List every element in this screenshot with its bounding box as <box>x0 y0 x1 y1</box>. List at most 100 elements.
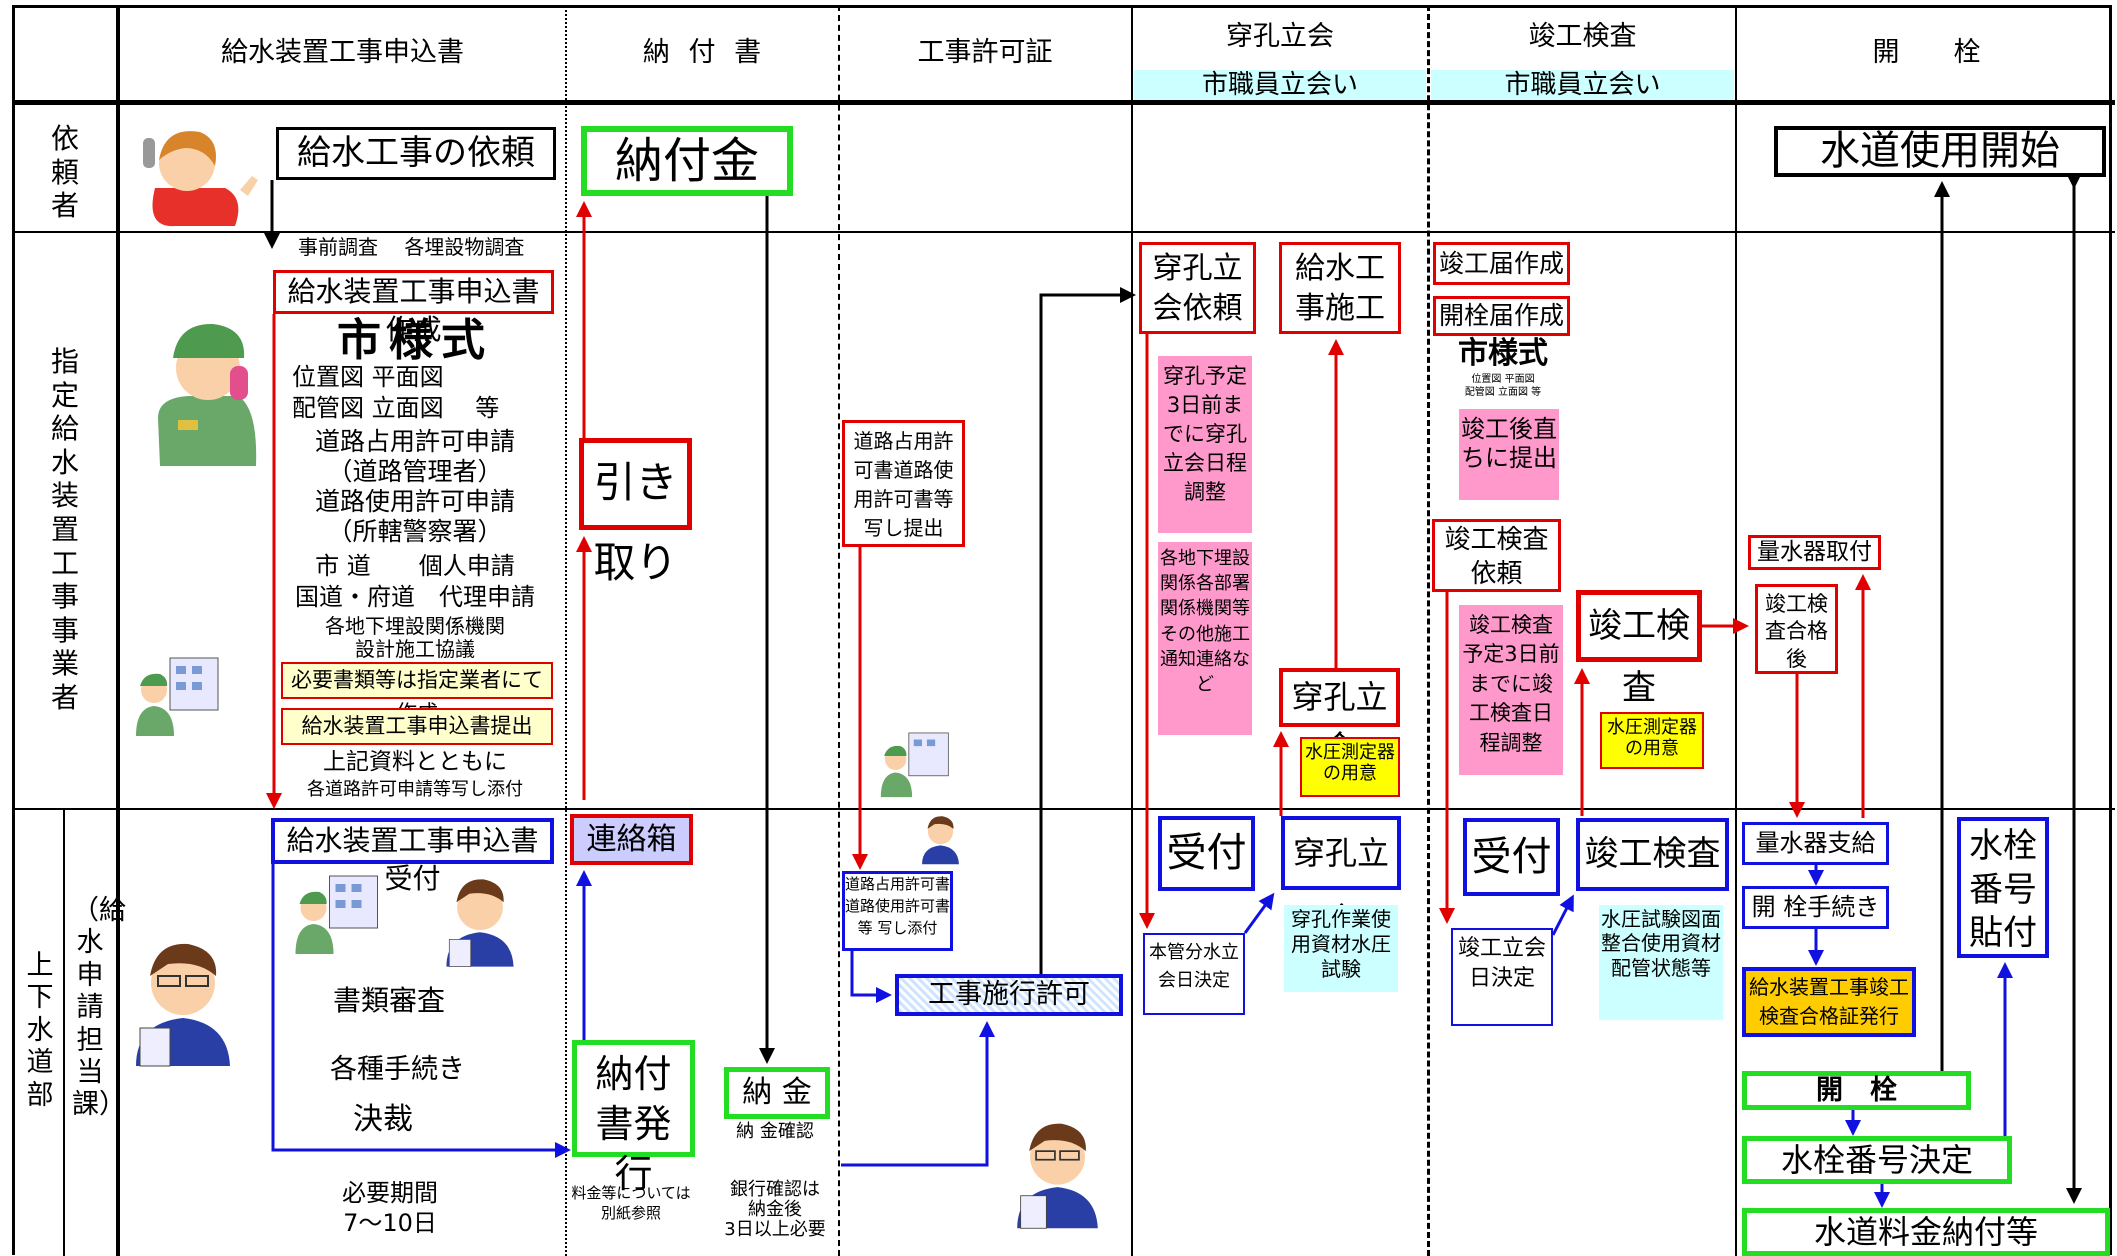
application-submit-box: 給水装置工事申込書提出 <box>281 708 553 745</box>
inspection-checks-note: 水圧試験図面整合使用資材配管状態等 <box>1599 905 1723 1020</box>
main-pipe-date-box: 本管分水立会日決定 <box>1143 933 1245 1015</box>
inspection-schedule-note: 竣工検査予定3日前までに竣工検査日程調整 <box>1459 605 1563 775</box>
water-work-request-box: 給水工事の依頼 <box>276 127 556 180</box>
fee-note-1: 料金等については <box>571 1184 691 1202</box>
col-divider-2 <box>838 5 840 1256</box>
header-inspection-sub: 市職員立会い <box>1431 70 1734 100</box>
payment-complete-box: 納 金 <box>724 1067 830 1119</box>
col-divider-5 <box>1735 5 1737 1256</box>
row-label-contractor: 指定給水装置工事事業者 <box>50 345 79 714</box>
application-creation-box: 給水装置工事申込書作成 <box>273 270 554 346</box>
buried-agencies-text: 各地下埋設関係機関 <box>325 614 505 638</box>
coordination-note: 各地下埋設関係各部署関係機関等その他施工通知連絡など <box>1158 542 1252 735</box>
drilling-reception-box: 受付 <box>1158 816 1255 891</box>
payment-box: 納付金 <box>581 126 793 196</box>
required-docs-box: 必要書類等は指定業者にて作成 <box>281 662 553 725</box>
drilling-witness-city-box: 穿孔立会 <box>1281 816 1401 938</box>
worker-building-illustration-1 <box>136 657 219 736</box>
bank-note-3: 3日以上必要 <box>724 1219 826 1240</box>
period-label: 必要期間 <box>342 1179 438 1207</box>
road-occupancy-application: 道路占用許可申請 <box>314 427 515 456</box>
payment-confirm-text: 納 金確認 <box>736 1121 814 1142</box>
opening-report-box: 開栓届作成 <box>1433 296 1570 336</box>
small-doc-list-2: 配管図 立面図 等 <box>1464 387 1542 398</box>
header-inspection: 竣工検査 <box>1528 21 1637 52</box>
worker-building-illustration-2 <box>295 875 378 954</box>
completion-report-box: 竣工届作成 <box>1433 242 1570 285</box>
header-permit: 工事許可証 <box>917 37 1053 68</box>
header-divider <box>12 100 2115 105</box>
drilling-witness-contractor-box: 穿孔立会 <box>1279 668 1400 766</box>
police-station: （所轄警察署） <box>327 517 503 546</box>
invoice-issue-box: 納付書発行 <box>572 1040 695 1196</box>
certificate-issue-box: 給水装置工事竣工検査合格証発行 <box>1742 967 1916 1037</box>
worker-building-illustration-3 <box>880 732 949 798</box>
construction-permit-box: 工事施行許可 <box>895 974 1123 1016</box>
road-administrator: （道路管理者） <box>327 457 503 486</box>
small-doc-list-1: 位置図 平面図 <box>1471 374 1535 385</box>
header-drilling-sub: 市職員立会い <box>1134 70 1426 100</box>
opening-box: 開 栓 <box>1742 1071 1971 1110</box>
submit-after-note: 竣工後直ちに提出 <box>1459 409 1559 500</box>
attach-copies-text: 各道路許可申請等写し添付 <box>307 779 523 800</box>
col-divider-3 <box>1131 5 1133 1256</box>
fee-note-2: 別紙参照 <box>600 1204 661 1222</box>
col-divider-label-inner <box>63 808 65 1256</box>
bank-note-1: 銀行確認は <box>730 1179 820 1200</box>
inspection-reception-box: 受付 <box>1463 818 1560 896</box>
meter-install-box: 量水器取付 <box>1748 535 1881 570</box>
row-divider-1 <box>12 231 2115 233</box>
road-use-application: 道路使用許可申請 <box>314 487 515 516</box>
pressure-gauge-note-2: 水圧測定器の用意 <box>1600 712 1704 769</box>
header-application: 給水装置工事申込書 <box>221 37 464 68</box>
doc-list-1: 位置図 平面図 <box>292 363 444 391</box>
document-review-text: 書類審査 <box>333 984 446 1017</box>
hydrant-label-box: 水栓番号貼付 <box>1957 817 2049 958</box>
phone-woman-illustration <box>143 131 258 227</box>
design-consult-text: 設計施工協議 <box>355 637 475 661</box>
row-divider-2 <box>12 808 2115 810</box>
drilling-request-box: 穿孔立会依頼 <box>1139 242 1256 334</box>
water-use-start-box: 水道使用開始 <box>1774 126 2106 177</box>
application-reception-box: 給水装置工事申込書受付 <box>271 818 554 895</box>
with-materials-text: 上記資料とともに <box>323 749 507 775</box>
national-road-text: 国道・府道 代理申請 <box>295 583 535 611</box>
completion-inspection-contractor-box: 竣工検査 <box>1576 590 1702 708</box>
city-format-text: 市様式 <box>337 315 493 366</box>
city-officer-illustration-2 <box>446 879 514 967</box>
header-invoice: 納 付 書 <box>642 37 762 68</box>
drilling-schedule-note: 穿孔予定3日前までに穿孔立会日程調整 <box>1158 356 1252 533</box>
row-label-waterworks: 上下水道部 <box>26 950 54 1111</box>
completion-inspection-city-box: 竣工検査 <box>1576 818 1729 891</box>
inspection-request-box: 竣工検査依頼 <box>1432 519 1561 592</box>
pickup-box: 引き取り <box>579 438 692 587</box>
phone-contractor-illustration <box>158 323 257 466</box>
water-construction-box: 給水工事施工 <box>1279 242 1401 334</box>
outer-frame <box>12 5 2112 1255</box>
city-road-text: 市 道 個人申請 <box>315 552 515 580</box>
period-value: 7～10日 <box>343 1209 437 1237</box>
decision-text: 決裁 <box>353 1102 413 1137</box>
col-divider-4 <box>1427 5 1430 1256</box>
col-divider-label <box>116 5 120 1256</box>
header-opening: 開 栓 <box>1872 37 1981 68</box>
water-fee-box: 水道料金納付等 <box>1742 1208 2110 1256</box>
hydrant-number-box: 水栓番号決定 <box>1742 1136 2012 1184</box>
row-label-requester: 依頼者 <box>50 122 79 223</box>
city-officer-illustration-4 <box>1017 1123 1098 1229</box>
header-drilling: 穿孔立会 <box>1226 21 1334 52</box>
pre-survey-text: 事前調査 各埋設物調査 <box>298 235 525 259</box>
city-format-small: 市様式 <box>1458 336 1548 371</box>
row-label-section: （給水申請担当課） <box>72 895 126 1121</box>
meter-supply-box: 量水器支給 <box>1742 822 1889 865</box>
opening-procedure-box: 開 栓手続き <box>1742 886 1889 929</box>
bank-note-2: 納金後 <box>748 1199 802 1220</box>
col-divider-1 <box>565 5 567 1256</box>
road-permit-copies-attach: 道路占用許可書道路使用許可書等 写し添付 <box>842 871 953 951</box>
procedures-text: 各種手続き <box>330 1054 465 1085</box>
doc-list-2: 配管図 立面図 等 <box>292 394 500 422</box>
city-officer-illustration-3 <box>922 816 959 865</box>
road-permit-copies-submit: 道路占用許可書道路使用許可書等 写し提出 <box>842 420 965 547</box>
city-officer-illustration-1 <box>136 943 230 1067</box>
pressure-gauge-note-1: 水圧測定器の用意 <box>1300 737 1400 797</box>
